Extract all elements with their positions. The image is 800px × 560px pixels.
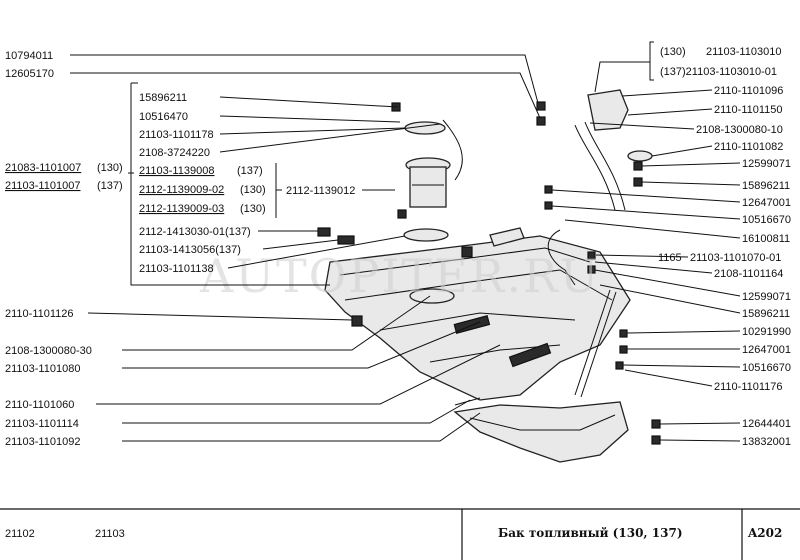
label-2110-1101082: 2110-1101082 <box>714 141 783 153</box>
label-21103-1103010: 21103-1103010 <box>706 46 781 58</box>
label-10516470: 10516470 <box>139 111 188 123</box>
label-10291990: 10291990 <box>742 326 791 338</box>
title-block: 21102 21103 Бак топливный (130, 137) A20… <box>0 508 800 560</box>
label-2110-1101150: 2110-1101150 <box>714 104 783 116</box>
label-2112-1139009-03: 2112-1139009-03 <box>139 203 224 215</box>
label-21083-1101007: 21083-1101007 <box>5 162 81 174</box>
label-10794011: 10794011 <box>5 50 53 62</box>
label-21103-1101092: 21103-1101092 <box>5 436 80 448</box>
label-21103-1101114: 21103-1101114 <box>5 418 79 430</box>
label-21103-1139008: 21103-1139008 <box>139 165 214 177</box>
label-10516670: 10516670 <box>742 214 791 226</box>
label-16100811: 16100811 <box>742 233 790 245</box>
label-21103-1101070-01: 21103-1101070-01 <box>690 252 781 264</box>
label-21103-1101138: 21103-1101138 <box>139 263 214 275</box>
label-137-21103-1103010-01: (137)21103-1103010-01 <box>660 66 777 78</box>
label-1165: 1165 <box>658 252 682 264</box>
label-2108-1101164: 2108-1101164 <box>714 268 783 280</box>
model-21102: 21102 <box>5 528 35 540</box>
right-labels: (130) 21103-1103010 (137)21103-1103010-0… <box>658 46 791 448</box>
label-13832001: 13832001 <box>742 436 791 448</box>
label-21103-1101178: 21103-1101178 <box>139 129 214 141</box>
page-title: Бак топливный (130, 137) <box>498 526 683 540</box>
label-21083-1101007-note: (130) <box>97 162 123 174</box>
label-130: (130) <box>660 46 686 58</box>
label-15896211: 15896211 <box>139 92 187 104</box>
label-21103-1101007-note: (137) <box>97 180 123 192</box>
heat-shield <box>453 401 629 463</box>
label-2110-1101126: 2110-1101126 <box>5 308 74 320</box>
model-21103: 21103 <box>95 528 125 540</box>
label-15896211: 15896211 <box>742 180 790 192</box>
label-12599071: 12599071 <box>742 291 791 303</box>
fuel-pump-module <box>391 102 463 242</box>
label-2110-1101060: 2110-1101060 <box>5 399 74 411</box>
label-2112-1139009-02: 2112-1139009-02 <box>139 184 224 196</box>
leader-lines <box>70 41 741 442</box>
watermark: AUTOPITER.RU <box>199 249 600 303</box>
page-code: A202 <box>747 526 782 540</box>
label-2112-1139009-02-note: (130) <box>240 184 266 196</box>
hoses-and-clamps <box>317 150 653 327</box>
label-10516670: 10516670 <box>742 362 791 374</box>
label-12599071: 12599071 <box>742 158 791 170</box>
label-2110-1101096: 2110-1101096 <box>714 85 783 97</box>
label-15896211: 15896211 <box>742 308 790 320</box>
label-21103-1139008-note: (137) <box>237 165 263 177</box>
label-2112-1413030-01: 2112-1413030-01(137) <box>139 226 251 238</box>
filler-neck-assembly <box>536 89 643 286</box>
label-12647001: 12647001 <box>742 344 791 356</box>
label-12644401: 12644401 <box>742 418 791 430</box>
label-2112-1139012: 2112-1139012 <box>286 185 355 197</box>
label-21103-1101007: 21103-1101007 <box>5 180 80 192</box>
label-2112-1139009-03-note: (130) <box>240 203 266 215</box>
label-2108-3724220: 2108-3724220 <box>139 147 210 159</box>
label-21103-1101080: 21103-1101080 <box>5 363 80 375</box>
label-2108-1300080-10: 2108-1300080-10 <box>696 124 783 136</box>
left-labels: 10794011 12605170 15896211 10516470 2110… <box>5 50 355 448</box>
label-21103-1413056: 21103-1413056(137) <box>139 244 241 256</box>
label-2108-1300080-30: 2108-1300080-30 <box>5 345 92 357</box>
label-12605170: 12605170 <box>5 68 54 80</box>
label-12647001: 12647001 <box>742 197 791 209</box>
label-2110-1101176: 2110-1101176 <box>714 381 783 393</box>
